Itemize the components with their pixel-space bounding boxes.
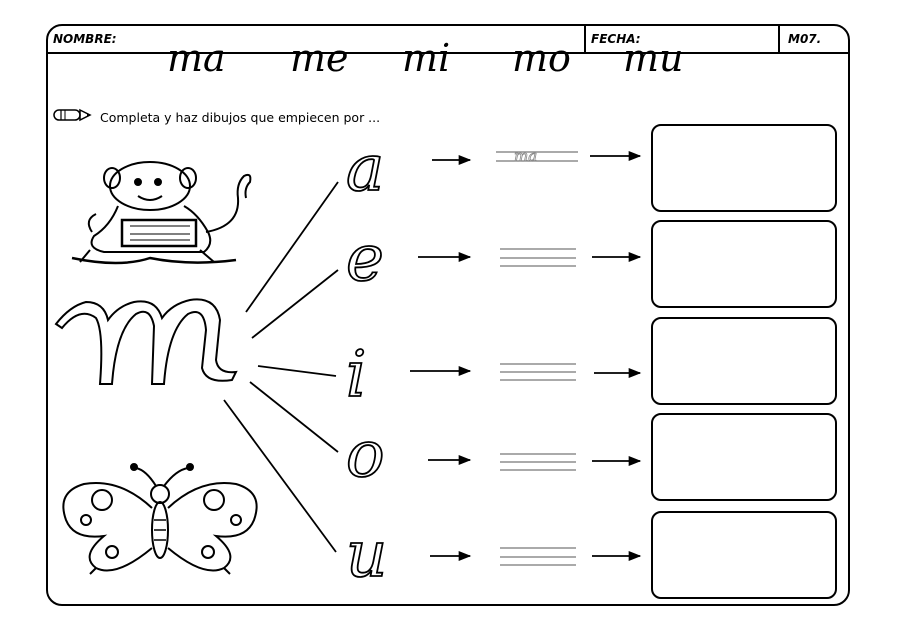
syllable-ma: ma — [167, 36, 226, 80]
monkey-drawing — [71, 161, 252, 265]
writing-lines — [496, 151, 578, 566]
butterfly-drawing — [62, 463, 258, 575]
vowel-e: e — [346, 222, 384, 296]
drawing-box-a[interactable] — [651, 124, 837, 212]
syllable-mi: mi — [402, 36, 451, 80]
syllable-mu: mu — [623, 36, 684, 80]
connector-lines — [223, 181, 339, 553]
arrows-to-lines — [410, 154, 472, 562]
worksheet-code: M07. — [778, 26, 850, 52]
name-field-label[interactable]: NOMBRE: — [53, 32, 117, 46]
syllable-mo: mo — [512, 36, 571, 80]
arrows-to-boxes — [590, 150, 642, 562]
drawing-box-o[interactable] — [651, 413, 837, 501]
letter-m-outline — [54, 298, 238, 385]
drawing-box-i[interactable] — [651, 317, 837, 405]
main-letter-text: m — [0, 0, 1, 1]
vowel-a: a — [346, 132, 384, 206]
drawing-box-u[interactable] — [651, 511, 837, 599]
syllable-me: me — [290, 36, 349, 80]
vowel-u: u — [346, 518, 387, 592]
worksheet-frame: NOMBRE: FECHA: M07. — [46, 24, 850, 606]
instruction-line: Completa y haz dibujos que empiecen por … — [52, 108, 380, 126]
date-field-label[interactable]: FECHA: — [584, 26, 778, 52]
vowel-i: i — [346, 338, 366, 412]
worksheet-header: NOMBRE: FECHA: M07. — [48, 26, 848, 54]
vowel-o: o — [346, 418, 385, 492]
pencil-icon — [52, 107, 92, 127]
trace-example-ma: ma — [514, 147, 537, 165]
instruction-text: Completa y haz dibujos que empiecen por … — [100, 109, 381, 125]
drawing-box-e[interactable] — [651, 220, 837, 308]
